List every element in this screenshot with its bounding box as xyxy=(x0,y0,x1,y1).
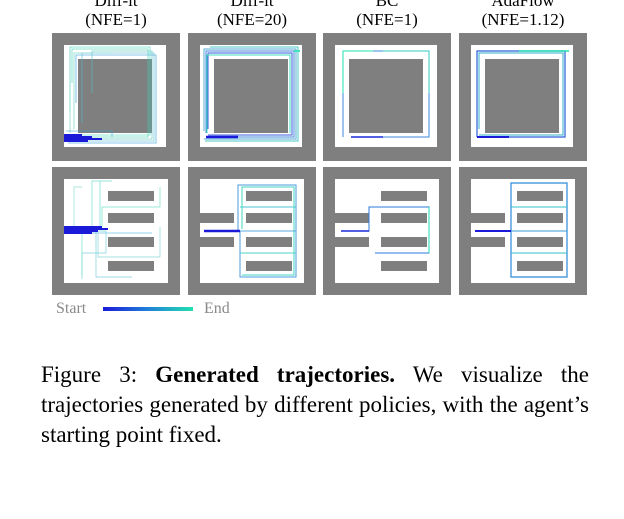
method-name: AdaFlow xyxy=(491,0,555,10)
maze-panel-r1-bc xyxy=(323,33,451,161)
column-title-2: Diff-it (NFE=20) xyxy=(188,0,316,29)
caption-text: We visualize the trajectories generated … xyxy=(41,362,590,447)
maze-panel-r1-diffit-nfe20 xyxy=(188,33,316,161)
legend-end-label: End xyxy=(204,300,230,317)
maze-panel-r1-adaflow xyxy=(459,33,587,161)
maze-panel-r2-diffit-nfe20 xyxy=(188,167,316,295)
column-title-1: Diff-it (NFE=1) xyxy=(52,0,180,29)
nfe-label: (NFE=1) xyxy=(85,10,147,29)
maze-panel-r2-adaflow xyxy=(459,167,587,295)
legend-start-label: Start xyxy=(56,300,87,317)
nfe-label: (NFE=20) xyxy=(216,10,288,29)
method-name: Diff-it xyxy=(230,0,274,10)
maze-panel-r2-diffit-nfe1 xyxy=(52,167,180,295)
column-title-3: BC (NFE=1) xyxy=(323,0,451,29)
method-name: Diff-it xyxy=(94,0,138,10)
nfe-label: (NFE=1) xyxy=(356,10,418,29)
caption-label: Figure 3: xyxy=(41,362,138,387)
maze-panel-r2-bc xyxy=(323,167,451,295)
maze-panel-r1-diffit-nfe1 xyxy=(52,33,180,161)
column-title-4: AdaFlow (NFE=1.12) xyxy=(459,0,587,29)
method-name: BC xyxy=(375,0,399,10)
figure-caption: Figure 3: Generated trajectories. We vis… xyxy=(41,360,589,450)
legend-gradient-bar xyxy=(103,307,193,311)
nfe-label: (NFE=1.12) xyxy=(481,10,565,29)
caption-title: Generated trajectories. xyxy=(155,362,396,387)
